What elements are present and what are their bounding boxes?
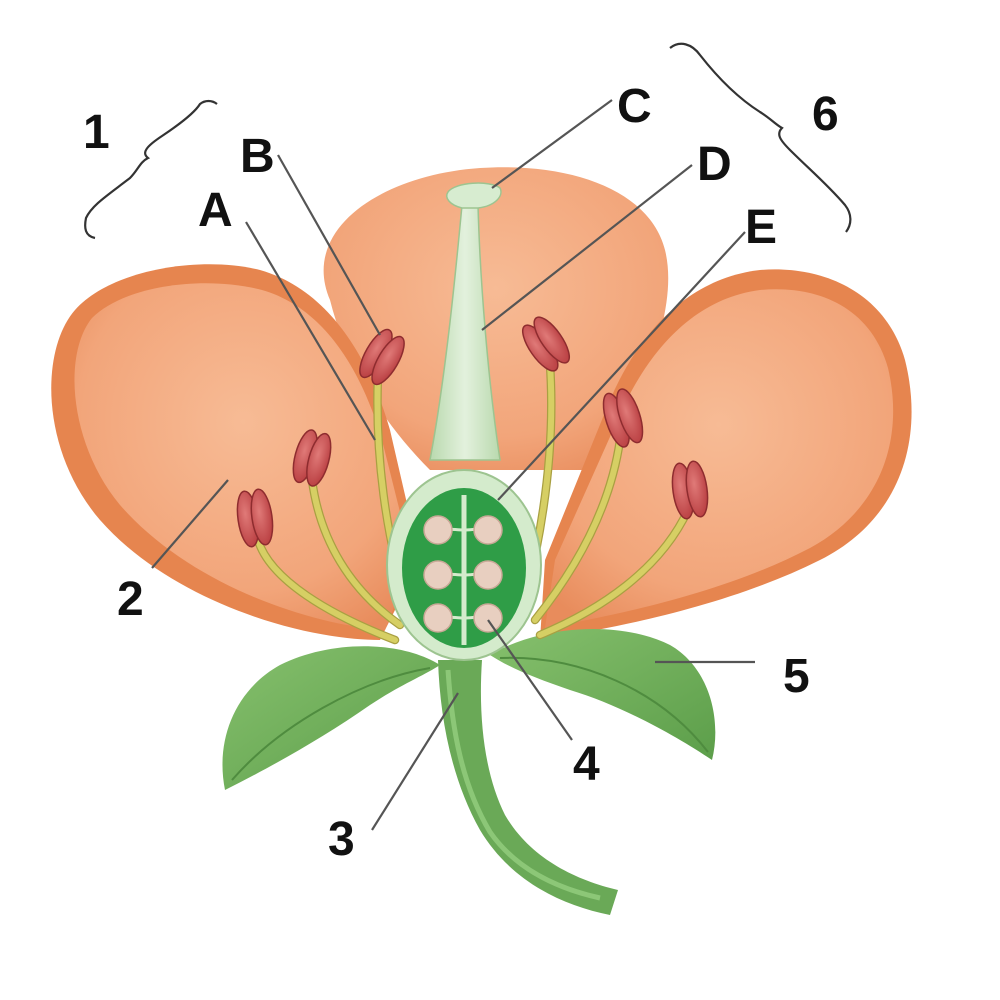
leader-4 <box>487 619 573 741</box>
anther-1 <box>236 488 274 548</box>
anther-5 <box>602 388 644 448</box>
labels: 1 6 A B C D E 2 3 4 5 <box>83 80 839 866</box>
sepal-right-vein <box>499 656 709 753</box>
label-5: 5 <box>783 650 810 703</box>
pistil <box>386 182 542 661</box>
sepal-left-vein <box>231 667 431 781</box>
label-4: 4 <box>573 738 600 791</box>
stamens <box>236 316 709 645</box>
label-B: B <box>240 130 275 183</box>
sepal-left <box>222 646 440 790</box>
leader-2 <box>151 479 229 569</box>
sepal-right <box>490 628 716 760</box>
leader-E <box>497 231 746 501</box>
leader-C <box>491 99 613 189</box>
ovule <box>473 515 503 545</box>
label-A: A <box>198 184 233 237</box>
petal-right-face <box>545 289 894 628</box>
label-1: 1 <box>83 106 110 159</box>
leader-A <box>245 221 376 441</box>
leader-D <box>481 164 693 331</box>
ovule <box>473 603 503 633</box>
leader-B <box>277 154 381 336</box>
brace-1 <box>84 99 218 240</box>
leader-3 <box>371 692 459 831</box>
anther-4 <box>521 316 571 372</box>
label-6: 6 <box>812 88 839 141</box>
ovules <box>423 515 503 633</box>
label-3: 3 <box>328 813 355 866</box>
anther-6 <box>671 460 709 520</box>
label-E: E <box>745 201 777 254</box>
anther-2 <box>292 429 332 487</box>
brace-6 <box>669 42 852 233</box>
ovule <box>473 560 503 590</box>
label-D: D <box>697 138 732 191</box>
stigma <box>446 182 502 209</box>
leader-lines <box>151 99 755 831</box>
label-2: 2 <box>117 573 144 626</box>
label-C: C <box>617 80 652 133</box>
ovule <box>423 560 453 590</box>
anther-3 <box>359 328 405 386</box>
stem-highlight <box>445 669 601 901</box>
stem <box>438 660 618 915</box>
ovule <box>423 515 453 545</box>
ovule <box>423 603 453 633</box>
style <box>429 204 501 461</box>
